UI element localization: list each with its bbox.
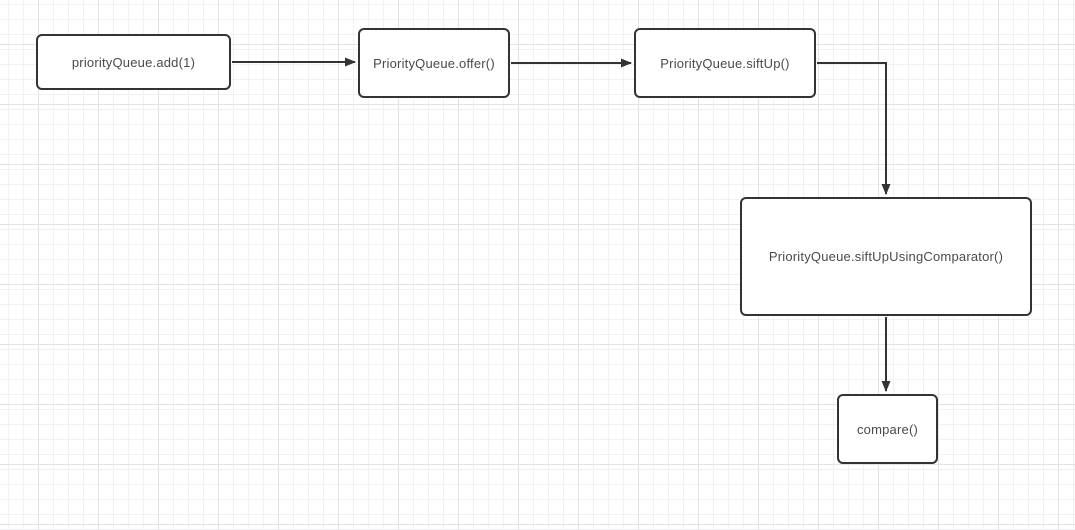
node-priorityqueue-siftupusingcomparator[interactable]: PriorityQueue.siftUpUsingComparator() [740,197,1032,316]
connector-siftup-to-comparator [817,62,891,195]
node-priorityqueue-siftupusingcomparator-label: PriorityQueue.siftUpUsingComparator() [768,249,1004,264]
node-priorityqueue-offer-label: PriorityQueue.offer() [373,55,495,71]
node-priorityqueue-siftup[interactable]: PriorityQueue.siftUp() [634,28,816,98]
node-priorityqueue-add-label: priorityQueue.add(1) [71,54,196,70]
node-priorityqueue-offer[interactable]: PriorityQueue.offer() [358,28,510,98]
node-priorityqueue-add[interactable]: priorityQueue.add(1) [36,34,231,90]
node-priorityqueue-siftup-label: PriorityQueue.siftUp() [660,55,790,71]
node-compare-label: compare() [856,421,919,437]
node-compare[interactable]: compare() [837,394,938,464]
